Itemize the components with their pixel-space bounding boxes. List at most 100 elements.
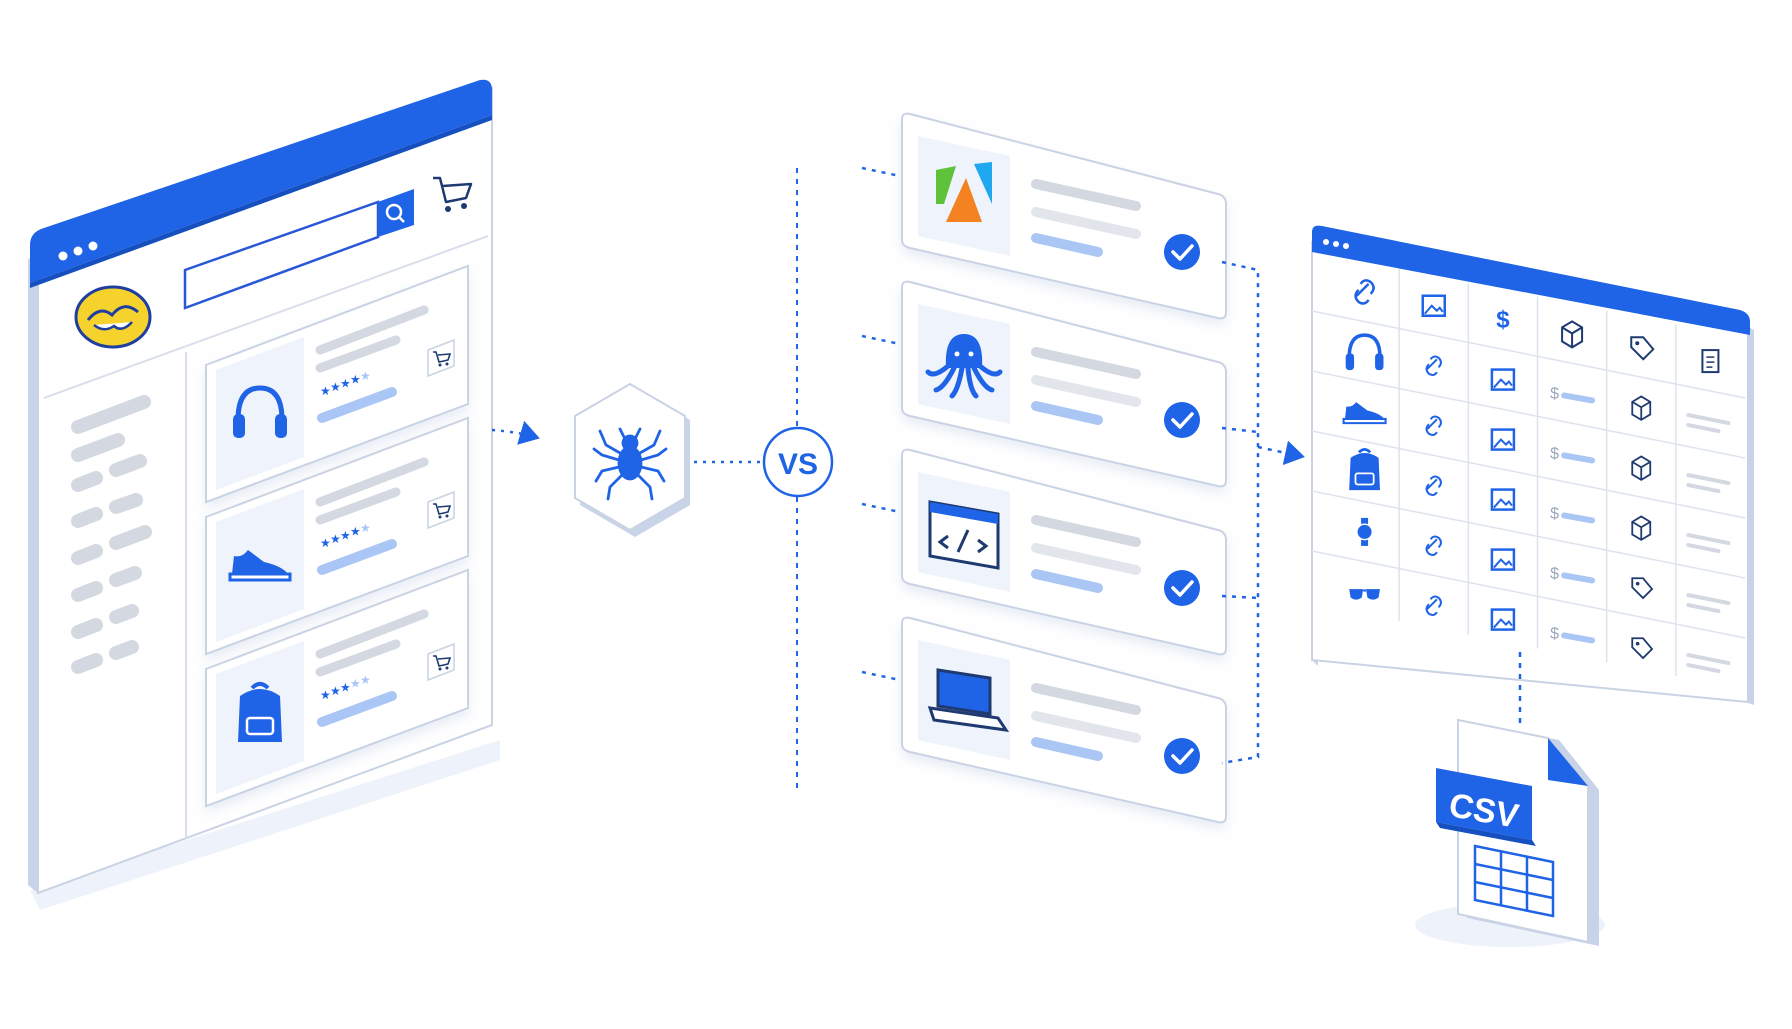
tool-detail-placeholder	[1031, 543, 1141, 575]
link-icon	[1425, 355, 1442, 377]
tool-card[interactable]	[861, 280, 1227, 488]
rating-stars: ★★★★★	[320, 369, 371, 398]
backpack-icon	[238, 682, 282, 742]
description-placeholder	[1686, 413, 1731, 434]
add-to-cart-button[interactable]	[427, 490, 455, 530]
tool-rating-placeholder	[1031, 401, 1103, 425]
versus-label: VS	[778, 448, 818, 481]
csv-file-icon: CSV	[1415, 718, 1605, 947]
link-icon	[1354, 279, 1375, 305]
store-browser-window: ★★★★★★★★★★★★★★★	[28, 79, 500, 910]
product-card[interactable]: ★★★★★	[205, 568, 469, 808]
image-icon	[1421, 294, 1446, 317]
tool-card[interactable]	[861, 616, 1227, 824]
star-icon: ★	[320, 384, 331, 398]
tool-card[interactable]	[861, 448, 1227, 656]
description-placeholder	[1686, 533, 1731, 554]
product-card[interactable]: ★★★★★	[205, 264, 469, 504]
link-icon	[1425, 595, 1442, 617]
link-icon	[1425, 535, 1442, 557]
product-subtitle-placeholder	[315, 639, 401, 677]
product-card[interactable]: ★★★★★	[205, 416, 469, 656]
shopping-cart-icon	[433, 655, 452, 671]
rating-stars: ★★★★★	[320, 521, 371, 550]
search-icon[interactable]	[385, 203, 405, 223]
link-icon	[1425, 475, 1442, 497]
price-placeholder	[317, 539, 397, 575]
merge-bracket	[1221, 260, 1260, 765]
tool-rating-placeholder	[1031, 737, 1103, 761]
headphones-icon	[233, 385, 287, 438]
flow-arrow-tools-to-table	[1257, 440, 1305, 466]
spider-icon	[592, 427, 668, 501]
price-cell: $	[1550, 505, 1596, 524]
tool-rating-placeholder	[1031, 233, 1103, 257]
product-title-placeholder	[315, 305, 429, 355]
product-title-placeholder	[315, 457, 429, 507]
tool-name-placeholder	[1031, 683, 1141, 715]
dollar-icon: $	[1550, 445, 1559, 462]
star-icon: ★	[330, 380, 341, 394]
svg-text:$: $	[1496, 307, 1510, 334]
star-icon: ★	[350, 373, 361, 387]
backpack-icon	[1349, 448, 1380, 491]
sneaker-icon	[228, 550, 292, 582]
check-circle-icon	[1164, 738, 1200, 774]
tool-connector-line	[861, 670, 901, 682]
handshake-logo-icon	[74, 285, 152, 349]
tool-name-placeholder	[1031, 179, 1141, 211]
tool-detail-placeholder	[1031, 375, 1141, 407]
dollar-icon: $	[1550, 505, 1559, 522]
star-icon: ★	[340, 376, 351, 390]
dollar-icon: $	[1496, 307, 1510, 334]
price-placeholder	[317, 691, 397, 727]
star-icon: ★	[360, 521, 371, 535]
product-card-list: ★★★★★★★★★★★★★★★	[205, 264, 469, 808]
code-window-icon	[928, 500, 1000, 570]
box-icon	[1631, 455, 1652, 481]
description-placeholder	[1686, 653, 1731, 674]
check-circle-icon	[1164, 402, 1200, 438]
star-icon: ★	[320, 688, 331, 702]
tool-card[interactable]	[861, 112, 1227, 320]
window-controls[interactable]	[58, 241, 98, 261]
table-grid	[1311, 268, 1746, 677]
star-icon: ★	[330, 532, 341, 546]
sidebar-filters	[71, 395, 152, 674]
price-cell: $	[1550, 445, 1596, 464]
check-circle-icon	[1164, 570, 1200, 606]
image-icon	[1490, 368, 1516, 391]
shopping-cart-icon	[433, 351, 452, 367]
image-icon	[1490, 428, 1516, 451]
product-title-placeholder	[315, 609, 429, 659]
product-subtitle-placeholder	[315, 487, 401, 525]
description-placeholder	[1686, 593, 1731, 614]
link-icon	[1425, 415, 1442, 437]
tag-icon	[1631, 577, 1654, 600]
image-icon	[1490, 608, 1516, 631]
box-icon	[1631, 515, 1652, 541]
product-subtitle-placeholder	[315, 335, 401, 373]
versus-badge: VS	[762, 426, 834, 498]
tool-rating-placeholder	[1031, 569, 1103, 593]
table-window-controls[interactable]	[1323, 239, 1349, 249]
star-icon: ★	[320, 536, 331, 550]
star-icon: ★	[360, 673, 371, 687]
search-bar[interactable]	[183, 189, 414, 310]
shopping-cart-icon	[433, 503, 452, 519]
shopping-cart-icon[interactable]	[433, 176, 473, 212]
star-icon: ★	[330, 684, 341, 698]
add-to-cart-button[interactable]	[427, 642, 455, 682]
tool-detail-placeholder	[1031, 711, 1141, 743]
tool-connector-line	[861, 502, 901, 514]
rating-stars: ★★★★★	[320, 673, 371, 702]
scraper-node	[574, 382, 690, 537]
price-cell: $	[1550, 625, 1596, 644]
dollar-icon: $	[1550, 385, 1559, 402]
star-icon: ★	[350, 525, 361, 539]
apify-logo-icon	[936, 162, 992, 222]
tool-comparison-list	[861, 112, 1227, 824]
add-to-cart-button[interactable]	[427, 338, 455, 378]
